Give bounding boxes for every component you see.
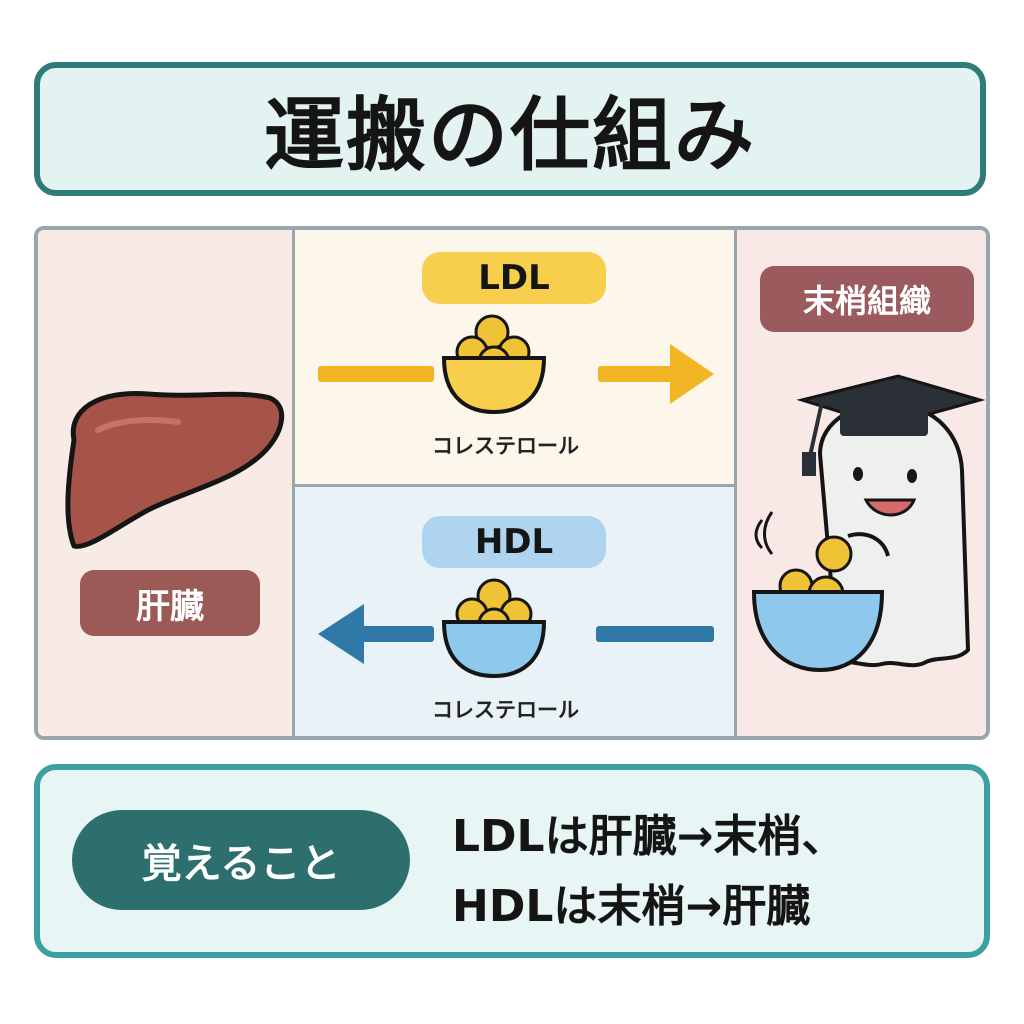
summary-box: 覚えること LDLは肝臓→末梢、 HDLは末梢→肝臓 <box>34 764 990 958</box>
transport-diagram: 肝臓 末梢組織 LDL HDL コレステロール コレステロール <box>34 226 990 740</box>
hdl-label: HDL <box>422 516 606 568</box>
divider <box>292 484 736 487</box>
ghost-graduate-icon <box>751 374 986 673</box>
summary-line-ldl: LDLは肝臓→末梢、 <box>452 811 846 862</box>
hdl-cargo-label: コレステロール <box>432 698 579 722</box>
title-banner: 運搬の仕組み <box>34 62 986 196</box>
ldl-bowl-icon <box>441 314 547 415</box>
summary-label: 覚えること <box>72 810 410 910</box>
liver-icon <box>65 390 285 549</box>
page-title: 運搬の仕組み <box>264 89 756 182</box>
summary-line-hdl: HDLは末梢→肝臓 <box>452 881 811 932</box>
left-arrow-icon <box>318 604 714 664</box>
peripheral-tissue-label: 末梢組織 <box>760 266 974 332</box>
hdl-bowl-icon <box>441 578 547 679</box>
diagram-graphics <box>65 314 986 679</box>
right-arrow-icon <box>318 344 714 404</box>
ldl-label: LDL <box>422 252 606 304</box>
liver-label: 肝臓 <box>80 570 260 636</box>
divider <box>734 230 737 736</box>
ldl-cargo-label: コレステロール <box>432 434 579 458</box>
divider <box>292 230 295 736</box>
